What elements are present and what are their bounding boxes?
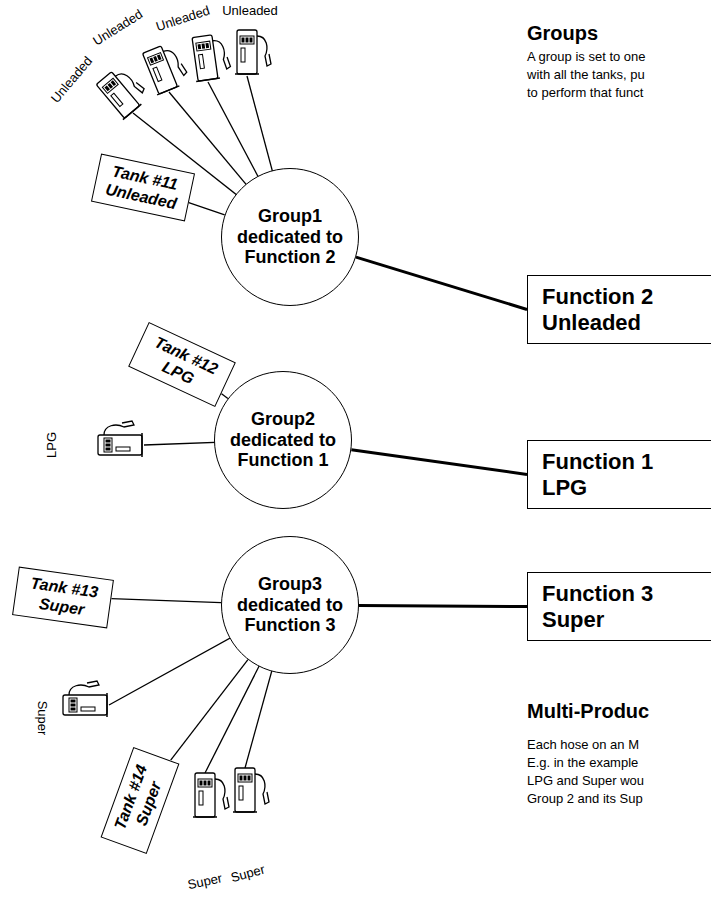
body-text: A group is set to one: [527, 50, 646, 64]
connector-line: [189, 203, 225, 215]
connector-line: [111, 599, 221, 603]
product-label: Super: [187, 871, 224, 892]
body-text: Group 2 and its Sup: [527, 792, 643, 806]
section-heading: Groups: [527, 22, 598, 44]
node-text: Function 3 Super: [542, 581, 682, 632]
tank-box: Tank #12 LPG: [128, 322, 236, 407]
node-text: Group2 dedicated to Function 1: [225, 409, 341, 471]
fuel-pump: [190, 33, 232, 82]
node-text: Tank #12 LPG: [138, 330, 226, 397]
body-text: LPG and Super wou: [527, 774, 644, 788]
function-box: Function 1 LPG: [527, 440, 711, 509]
node-text: Tank #11 Unleaded: [100, 161, 186, 214]
function-box: Function 2 Unleaded: [527, 275, 711, 344]
function-box: Function 3 Super: [527, 572, 711, 641]
product-label: Unleaded: [154, 4, 211, 35]
group-circle: Group2 dedicated to Function 1: [214, 371, 352, 509]
group-circle: Group1 dedicated to Function 2: [221, 168, 359, 306]
fuel-pump: [95, 63, 151, 120]
node-text: Function 2 Unleaded: [542, 284, 682, 335]
node-text: Tank #14 Super: [109, 756, 171, 844]
product-label: Super: [229, 863, 266, 886]
connector-line: [359, 605, 527, 606]
tank-box: Tank #14 Super: [101, 747, 180, 854]
connector-line: [351, 450, 527, 475]
product-label: Unleaded: [222, 4, 278, 18]
fuel-pump: [233, 768, 269, 812]
product-label: Unleaded: [49, 54, 96, 106]
body-text: to perform that funct: [527, 86, 643, 100]
body-text: with all the tanks, pu: [527, 68, 645, 82]
node-text: Group3 dedicated to Function 3: [232, 574, 348, 636]
node-text: Function 1 LPG: [542, 449, 682, 500]
body-text: E.g. in the example: [527, 756, 638, 770]
group-circle: Group3 dedicated to Function 3: [221, 536, 359, 674]
fuel-pump: [193, 773, 229, 817]
tank-box: Tank #13 Super: [12, 566, 114, 628]
product-label: Unleaded: [91, 7, 146, 49]
node-text: Group1 dedicated to Function 2: [232, 206, 348, 268]
product-label: Super: [35, 701, 49, 736]
fuel-pump: [98, 421, 142, 457]
tank-box: Tank #11 Unleaded: [91, 153, 195, 221]
product-label: LPG: [45, 432, 59, 458]
fuel-pump: [63, 681, 107, 717]
body-text: Each hose on an M: [527, 738, 639, 752]
connector-line: [356, 257, 527, 309]
node-text: Tank #13 Super: [21, 573, 105, 621]
fuel-pump: [235, 30, 271, 74]
section-heading: Multi-Produc: [527, 700, 649, 722]
fuel-pump: [141, 41, 191, 95]
connector-line: [171, 660, 248, 760]
